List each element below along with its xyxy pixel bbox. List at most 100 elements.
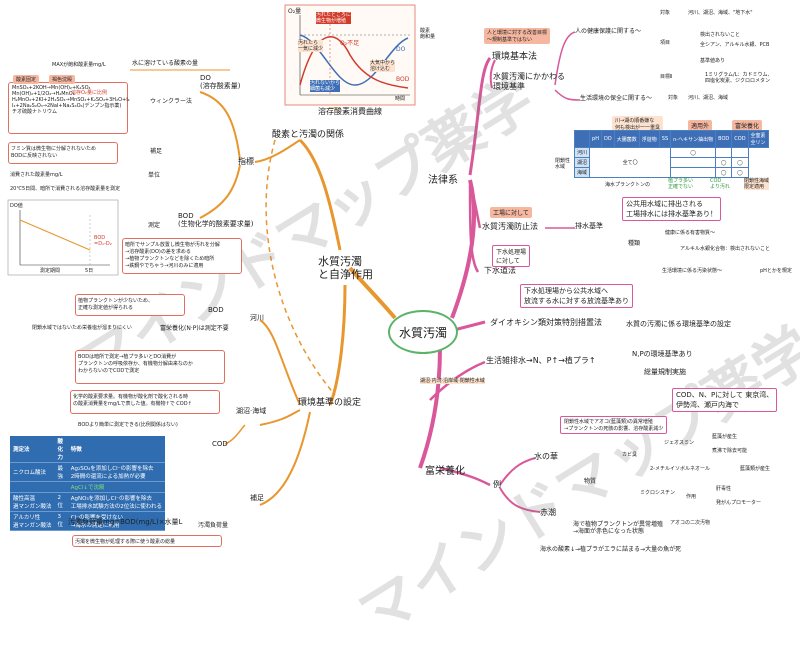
law-node[interactable]: 法律系 [428,175,458,186]
red-tide-node[interactable]: 赤潮 [540,508,556,517]
th-cod: COD [731,130,749,148]
left-main-node[interactable]: 水質汚濁 と自浄作用 [318,255,373,282]
eval-tag: 川→湖の順番嫌な 何も検出が一一重臭 [612,116,664,132]
eutro-tag: 湖沼·内湾·沿岸域·閉鎖性水域 [420,378,485,384]
cod-note: BODより簡単に測定できる(比例関係はない) [78,422,178,428]
types1: 健康に係る有害物質～ [665,230,716,236]
mold-node: カビ臭 [622,452,638,458]
water-std-node[interactable]: 水質汚濁にかかわる 環境基準 [493,72,565,91]
health-items-val2: 全シアン、アルキル水銀、PCB [700,42,770,48]
river-node[interactable]: 河川 [250,314,264,322]
example-node[interactable]: 例 [493,480,501,489]
micro1: 肝毒性 [716,486,732,492]
water-std-table: pH DO 大腸菌数 浮遊物 SS n-ヘキサン抽出物 BOD COD 全窒素 … [573,130,769,178]
sewer-node[interactable]: 下水道法 [484,266,516,275]
geosmin1: 藍藻が産生 [712,434,738,440]
do-curve-saturation: 酸素 飽和量 [420,28,436,40]
cod-th-method: 測定法 [10,436,55,463]
branch-example-to-bloom [499,457,536,486]
standards-node[interactable]: 環境基準の設定 [298,398,362,408]
bod-unit-label: 単位 [148,172,161,179]
effluent-box: 公共用水域に排出される 工場排水には排水基準あり！ [622,197,721,221]
branch-indicator-to-bod [199,164,241,219]
bod-measure-label[interactable]: 測定 [148,222,161,229]
mindmap-branches [7,4,581,513]
winkler-method[interactable]: ウィンクラー法 [150,98,193,105]
pollution-tag: 工場に対して [490,207,532,218]
cod-row3-feature: AgNO₃を添加しCl⁻の影響を除去 工場排水試験方法の2位法に使われる [67,492,165,512]
river-eutro: 富栄養化(N·P)は測定不要 [160,325,229,332]
branch-standards-to-river [259,319,301,406]
th-hexane: n-ヘキサン抽出物 [670,130,717,148]
eutro-node[interactable]: 富栄養化 [425,466,465,477]
table-extra-3: COD より汚れ [710,178,730,190]
living-node[interactable]: 生活環境の保全に関する～ [580,95,653,102]
center-node[interactable]: 水質汚濁 [388,310,458,354]
microcystin: ミクロシスチン [640,490,676,496]
do-curve-do-label: DO [396,46,406,53]
branch-example-to-redtide [499,487,541,513]
living-target-label: 対象 [668,95,679,101]
load-box: 汚濁を微生物が処理する際に使う酸素の総量 [72,535,222,547]
health-item-std-val: 1ミリグラム/L：カドミウム、 四塩化炭素、ジクロロメタン [705,72,773,84]
do-curve-note4: 汚れないから 細菌も減少 [310,80,341,92]
cod-th-feature: 特徴 [67,436,165,463]
types3: 生活環境に係る汚染状態～ [662,268,723,274]
th-do: DO [600,130,615,148]
health-items-label: 項目 [660,40,671,46]
bod-node[interactable]: BOD (生物化学的酸素要求量) [178,212,254,229]
load-label: 汚濁負荷量 [198,522,229,529]
cod-node[interactable]: COD [212,440,228,448]
types3b: pHとかを規定 [760,268,792,274]
types-node[interactable]: 種類 [628,240,641,247]
cod-row4-power: 3位 [54,511,68,531]
winkler-red-note: 溶存O₂量に比例 [71,90,107,96]
health-items-val1: 検出されないこと [700,32,741,38]
types2: アルキル水銀化合物：検出されないこと [680,246,770,252]
bod-measure-note: 暗所でサンプル放置し微生物が汚れを分解 →溶存酸素(DO)の差を求める →植物プ… [122,238,242,274]
dioxin-node[interactable]: ダイオキシン類対策特別措置法 [490,318,602,327]
total-regulation: 総量規制実施 [644,368,686,376]
indicator-node[interactable]: 指標 [238,157,254,166]
health-target-label: 対象 [660,10,671,16]
bod-graph-bod: BOD =D₁-D₂ [94,235,112,247]
nutri-tag: 富栄養化 [732,120,763,131]
row-river: 河川 [573,147,591,158]
cod-row1-power: 最強 [54,462,68,482]
cod-row4-method: アルカリ性 過マンガン酸法 [10,511,55,531]
cod-row3-power: 2位 [54,492,68,512]
do-node[interactable]: DO (溶存酸素量) [200,74,241,91]
branch-eutro-to-cause [429,360,486,401]
health-node[interactable]: 人の健康保護に関する～ [575,28,642,35]
env-std-tag: 人と環境に対する改善目標 ～規制基準ではない [484,28,551,44]
branch-standards-to-supp [259,411,311,506]
row-sea: 海域 [573,167,591,178]
do-curve-note2: 大気中から 溶け込む [370,60,396,72]
winkler-tag-precip: 褐色沈殿 [49,75,76,84]
supp2-node[interactable]: 補足 [250,494,264,502]
th-bod: BOD [715,130,733,148]
river-bod[interactable]: BOD [208,306,224,314]
cod-row4-feature: Cl⁻の影響を受けない →海水の測定に利用 [67,511,165,531]
do-curve-bod-label: BOD [396,76,410,83]
mib1: 藍藻類が産生 [740,466,771,472]
eutro-cause[interactable]: 生活雑排水→N、P↑→植プラ↑ [486,356,596,365]
supplement-label[interactable]: 補足 [150,148,163,155]
relation-node[interactable]: 酸素と汚濁の関係 [272,130,345,140]
bod-measure-text: 20℃5日間、暗所で消費される溶存酸素量を測定 [10,186,121,192]
effluent-node[interactable]: 排水基準 [575,222,603,230]
geosmin2: 煮沸で除去可能 [712,448,748,454]
micro2: 発がんプロモーター [716,500,762,506]
pollution-act-node[interactable]: 水質汚濁防止法 [482,222,538,231]
red-tide-desc: 海で植物プランクトンが異常増殖 →海面が赤色になった状態 [573,521,664,536]
lake-node[interactable]: 湖沼·海域 [236,407,267,415]
env-std-node[interactable]: 環境基本法 [492,52,538,62]
bloom-node[interactable]: 水の華 [534,452,558,461]
substance-node[interactable]: 物質 [584,478,597,485]
alias-label: 目標Ⅱ [660,74,673,80]
branch-center-to-eutro [418,347,442,469]
winkler-box: MnSO₄+2KOH→Mn(OH)₂+K₂SO₄ Mn(OH)₂+1/2O₂→H… [8,75,130,134]
cod-row1-method: ニクロム酸法 [10,462,55,482]
table-extra-4: 閉鎖性海域 限定適用 [744,178,770,190]
